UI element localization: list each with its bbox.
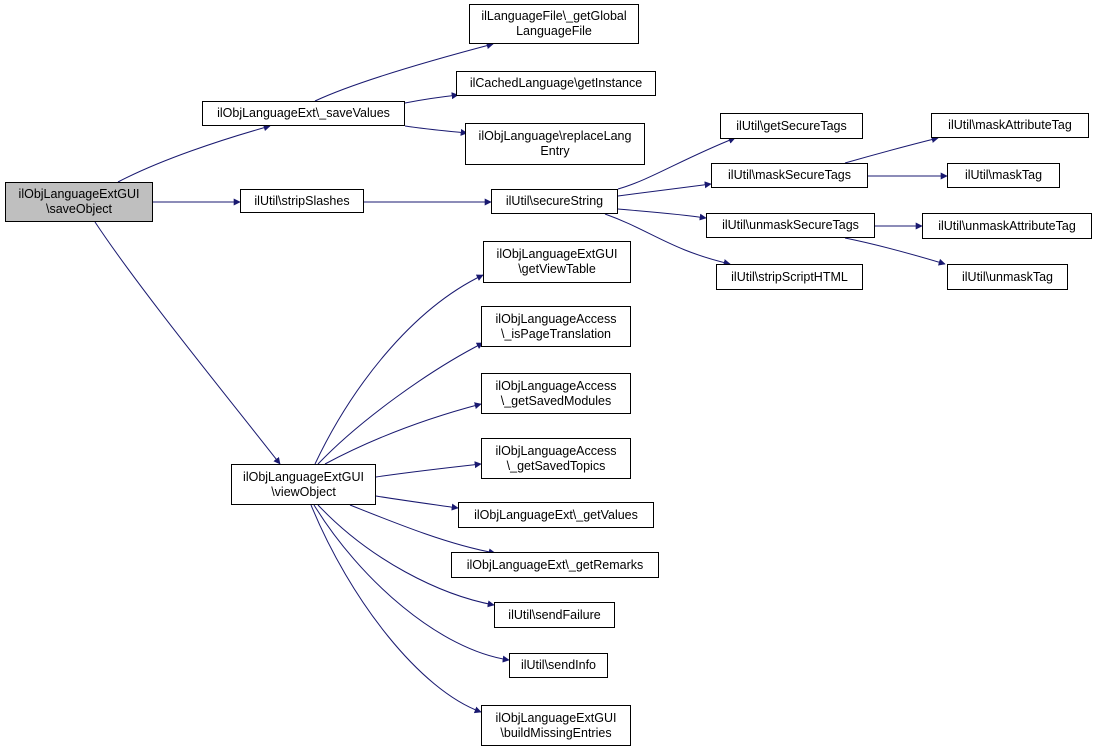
node-label-line: ilCachedLanguage\getInstance	[469, 76, 643, 90]
node-label-line: \_getSavedTopics	[506, 458, 606, 473]
node-getSecureTags[interactable]: ilUtil\getSecureTags	[720, 113, 863, 139]
node-unmaskAttributeTag[interactable]: ilUtil\unmaskAttributeTag	[922, 213, 1092, 239]
edge-saveValues-to-replaceLangEntry	[404, 125, 468, 136]
node-label-line: Entry	[540, 144, 570, 158]
edge-viewObject-to-sendFailure	[317, 504, 495, 608]
node-label-line: ilUtil\unmaskTag	[961, 269, 1053, 284]
edge-saveObject-to-viewObject	[94, 221, 281, 465]
node-label-line: \_getSavedModules	[500, 393, 612, 408]
node-sendInfo[interactable]: ilUtil\sendInfo	[509, 653, 608, 678]
edge-viewObject-to-isPageTranslation	[317, 342, 484, 465]
edge-viewObject-to-getValues	[375, 495, 459, 511]
node-maskAttributeTag[interactable]: ilUtil\maskAttributeTag	[931, 113, 1089, 138]
node-sendFailure[interactable]: ilUtil\sendFailure	[494, 602, 615, 628]
node-label-line: ilObjLanguageExtGUI	[496, 247, 618, 261]
edge-viewObject-to-getRemarks	[349, 504, 496, 556]
node-saveObject: ilObjLanguageExtGUI\saveObject	[5, 182, 153, 222]
node-label-line: ilUtil\maskSecureTags	[728, 168, 851, 182]
node-label-line: ilUtil\stripSlashes	[254, 193, 350, 208]
node-label-line: ilObjLanguageExtGUI	[243, 469, 364, 484]
node-label-line: ilLanguageFile\_getGlobal	[481, 9, 627, 23]
edge-viewObject-to-getViewTable	[314, 274, 484, 465]
node-getInstance[interactable]: ilCachedLanguage\getInstance	[456, 71, 656, 96]
node-label-line: \_isPageTranslation	[500, 326, 612, 341]
edge-saveObject-to-saveValues	[117, 124, 271, 183]
node-getSavedModules[interactable]: ilObjLanguageAccess\_getSavedModules	[481, 373, 631, 414]
node-label-line: ilUtil\maskAttributeTag	[948, 118, 1072, 132]
node-label-line: ilObjLanguageExt\_getRemarks	[466, 557, 644, 572]
node-label-line: ilUtil\stripScriptHTML	[731, 269, 848, 284]
node-unmaskSecureTags[interactable]: ilUtil\unmaskSecureTags	[706, 213, 875, 238]
node-viewObject[interactable]: ilObjLanguageExtGUI\viewObject	[231, 464, 376, 505]
node-label-line: ilUtil\sendInfo	[520, 658, 597, 672]
node-getRemarks[interactable]: ilObjLanguageExt\_getRemarks	[451, 552, 659, 578]
node-label-line: ilUtil\unmaskSecureTags	[722, 218, 859, 232]
edge-viewObject-to-buildMissingEntries	[310, 504, 482, 714]
edge-secureString-to-getSecureTags	[617, 137, 736, 190]
node-buildMissingEntries[interactable]: ilObjLanguageExtGUI\buildMissingEntries	[481, 705, 631, 746]
node-label-line: ilObjLanguageExtGUI	[18, 187, 140, 201]
node-label-line: ilUtil\maskTag	[964, 168, 1043, 182]
node-label-line: \getViewTable	[518, 262, 596, 276]
node-maskSecureTags[interactable]: ilUtil\maskSecureTags	[711, 163, 868, 188]
node-secureString[interactable]: ilUtil\secureString	[491, 189, 618, 214]
edge-secureString-to-stripScriptHTML	[604, 213, 731, 266]
node-label-line: \saveObject	[45, 202, 112, 216]
node-label-line: \viewObject	[271, 484, 336, 499]
node-stripScriptHTML[interactable]: ilUtil\stripScriptHTML	[716, 264, 863, 290]
node-getSavedTopics[interactable]: ilObjLanguageAccess\_getSavedTopics	[481, 438, 631, 479]
node-label-line: ilObjLanguageAccess	[495, 378, 617, 393]
node-label-line: ilObjLanguageAccess	[495, 311, 617, 326]
node-label-line: LanguageFile	[516, 24, 592, 38]
edge-secureString-to-unmaskSecureTags	[617, 208, 707, 221]
edge-unmaskSecureTags-to-unmaskTag	[844, 237, 946, 266]
edge-saveValues-to-getGlobalLanguageFile	[314, 42, 494, 102]
edge-viewObject-to-sendInfo	[313, 504, 510, 663]
node-label-line: ilUtil\secureString	[505, 194, 604, 208]
node-label-line: ilObjLanguage\replaceLang	[478, 129, 632, 143]
node-label-line: ilUtil\sendFailure	[508, 607, 601, 622]
edge-viewObject-to-getSavedModules	[324, 402, 482, 465]
node-label-line: ilUtil\unmaskAttributeTag	[938, 218, 1076, 233]
edge-secureString-to-maskSecureTags	[617, 181, 712, 197]
node-unmaskTag[interactable]: ilUtil\unmaskTag	[947, 264, 1068, 290]
node-label-line: ilObjLanguageExt\_saveValues	[217, 106, 390, 120]
node-label-line: ilObjLanguageExtGUI	[495, 710, 617, 725]
node-label-line: ilObjLanguageExt\_getValues	[474, 507, 638, 522]
node-saveValues[interactable]: ilObjLanguageExt\_saveValues	[202, 101, 405, 126]
node-label-line: ilUtil\getSecureTags	[736, 118, 847, 133]
node-label-line: \buildMissingEntries	[500, 725, 612, 740]
edge-viewObject-to-getSavedTopics	[375, 461, 482, 478]
node-stripSlashes[interactable]: ilUtil\stripSlashes	[240, 189, 364, 213]
node-getValues[interactable]: ilObjLanguageExt\_getValues	[458, 502, 654, 528]
node-maskTag[interactable]: ilUtil\maskTag	[947, 163, 1060, 188]
node-isPageTranslation[interactable]: ilObjLanguageAccess\_isPageTranslation	[481, 306, 631, 347]
node-label-line: ilObjLanguageAccess	[495, 443, 617, 458]
edge-maskSecureTags-to-maskAttributeTag	[844, 136, 939, 164]
node-getViewTable[interactable]: ilObjLanguageExtGUI\getViewTable	[483, 241, 631, 283]
edge-saveValues-to-getInstance	[404, 92, 459, 104]
